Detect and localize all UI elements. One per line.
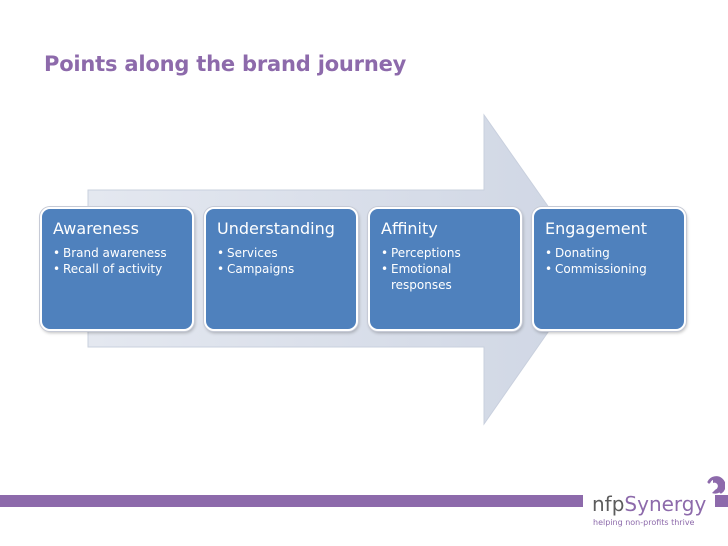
stage-title: Engagement bbox=[545, 219, 648, 238]
stage-engagement: Engagement Donating Commissioning bbox=[532, 207, 686, 331]
stage-understanding: Understanding Services Campaigns bbox=[204, 207, 358, 331]
stage-item: Commissioning bbox=[545, 261, 695, 277]
stage-item: Services bbox=[217, 245, 367, 261]
stage-title: Understanding bbox=[217, 219, 335, 238]
stage-item: Perceptions bbox=[381, 245, 531, 261]
stage-item: Emotional responses bbox=[381, 261, 471, 293]
stage-title: Affinity bbox=[381, 219, 438, 238]
stage-item: Brand awareness bbox=[53, 245, 203, 261]
stage-item: Campaigns bbox=[217, 261, 367, 277]
footer-bar-end bbox=[715, 495, 728, 507]
nfpsynergy-logo-icon bbox=[707, 476, 725, 494]
stage-item: Recall of activity bbox=[53, 261, 203, 277]
logo-wordmark: nfpSynergy bbox=[592, 492, 706, 516]
stage-affinity: Affinity Perceptions Emotional responses bbox=[368, 207, 522, 331]
logo-tagline: helping non-profits thrive bbox=[593, 518, 695, 527]
slide-title: Points along the brand journey bbox=[44, 52, 407, 76]
footer-bar bbox=[0, 495, 583, 507]
stage-item: Donating bbox=[545, 245, 695, 261]
stage-title: Awareness bbox=[53, 219, 139, 238]
logo-name-suffix: Synergy bbox=[624, 492, 707, 516]
logo-name-prefix: nfp bbox=[592, 492, 625, 516]
stage-awareness: Awareness Brand awareness Recall of acti… bbox=[40, 207, 194, 331]
